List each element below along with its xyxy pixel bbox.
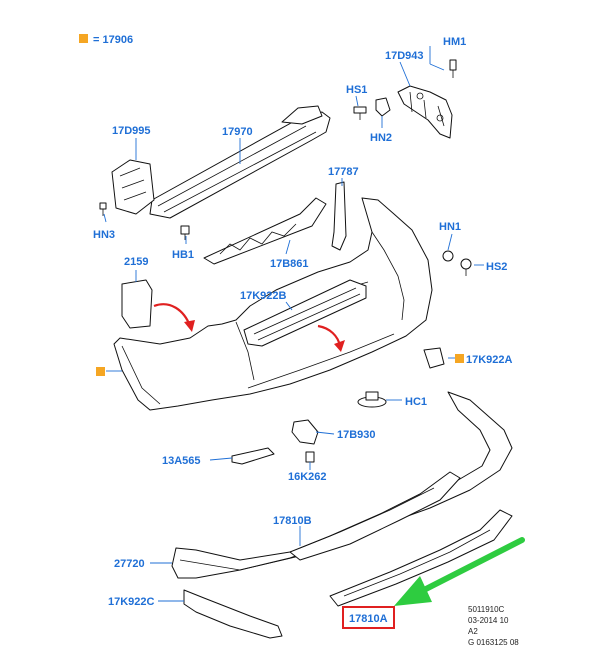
reflector-2159 xyxy=(121,279,153,329)
label-17d995: 17D995 xyxy=(112,125,151,137)
clip-16k262 xyxy=(305,451,315,463)
label-hn2: HN2 xyxy=(370,132,392,144)
bolt-hn3 xyxy=(99,202,107,216)
label-17970: 17970 xyxy=(222,126,253,138)
leader-lines xyxy=(103,46,484,602)
green-arrow xyxy=(394,537,525,606)
reference-line-3: A2 xyxy=(468,627,478,636)
label-17d943: 17D943 xyxy=(385,50,424,62)
label-17b930: 17B930 xyxy=(337,429,376,441)
label-17k922a: 17K922A xyxy=(466,354,513,366)
crashbox-17d995 xyxy=(111,159,155,215)
reference-line-1: 5011910C xyxy=(468,605,505,614)
bracket-17d943 xyxy=(397,85,453,139)
bracket-17b930 xyxy=(291,419,319,445)
bolt-hm1 xyxy=(449,59,457,78)
label-27720: 27720 xyxy=(114,558,145,570)
label-16k262: 16K262 xyxy=(288,471,327,483)
lower-valance xyxy=(171,391,513,579)
bracket-17787 xyxy=(331,181,347,251)
beam-17970 xyxy=(149,105,331,219)
legend-text: = 17906 xyxy=(93,34,133,46)
label-hb1: HB1 xyxy=(172,249,194,261)
label-hm1: HM1 xyxy=(443,36,466,48)
label-17810b: 17810B xyxy=(273,515,312,527)
label-17810a: 17810A xyxy=(349,613,388,625)
label-hc1: HC1 xyxy=(405,396,427,408)
diffuser-17810b xyxy=(289,471,461,561)
legend-marker xyxy=(79,34,88,43)
label-2159: 2159 xyxy=(124,256,148,268)
label-hs2: HS2 xyxy=(486,261,507,273)
label-hn1: HN1 xyxy=(439,221,461,233)
red-arrow-left-head xyxy=(184,320,195,332)
diffuser-17810a xyxy=(329,509,513,607)
bolt-hs2 xyxy=(460,258,472,276)
clip-hn2 xyxy=(375,97,391,117)
label-17k922c: 17K922C xyxy=(108,596,155,608)
reference-line-4: G 0163125 08 xyxy=(468,638,519,647)
label-17787: 17787 xyxy=(328,166,359,178)
bracket-17b861 xyxy=(203,197,327,265)
label-hs1: HS1 xyxy=(346,84,367,96)
orange-marker-17k922a xyxy=(455,354,464,363)
scuff-plate-17k922b xyxy=(243,279,367,347)
label-17k922b: 17K922B xyxy=(240,290,287,302)
trim-13a565 xyxy=(231,447,275,465)
bolt-hs1 xyxy=(353,106,367,120)
label-13a565: 13A565 xyxy=(162,455,201,467)
orange-marker-bumper xyxy=(96,367,105,376)
bracket-17k922a xyxy=(423,347,445,369)
label-hn3: HN3 xyxy=(93,229,115,241)
clip-hc1 xyxy=(357,391,387,408)
label-17b861: 17B861 xyxy=(270,258,309,270)
clip-hn1 xyxy=(442,250,454,262)
red-arrow-right-head xyxy=(334,340,345,352)
reference-line-2: 03-2014 10 xyxy=(468,616,509,625)
clip-hb1 xyxy=(180,225,190,240)
side-trim-17k922c xyxy=(183,589,283,639)
highlight-box-17810a xyxy=(342,606,395,629)
